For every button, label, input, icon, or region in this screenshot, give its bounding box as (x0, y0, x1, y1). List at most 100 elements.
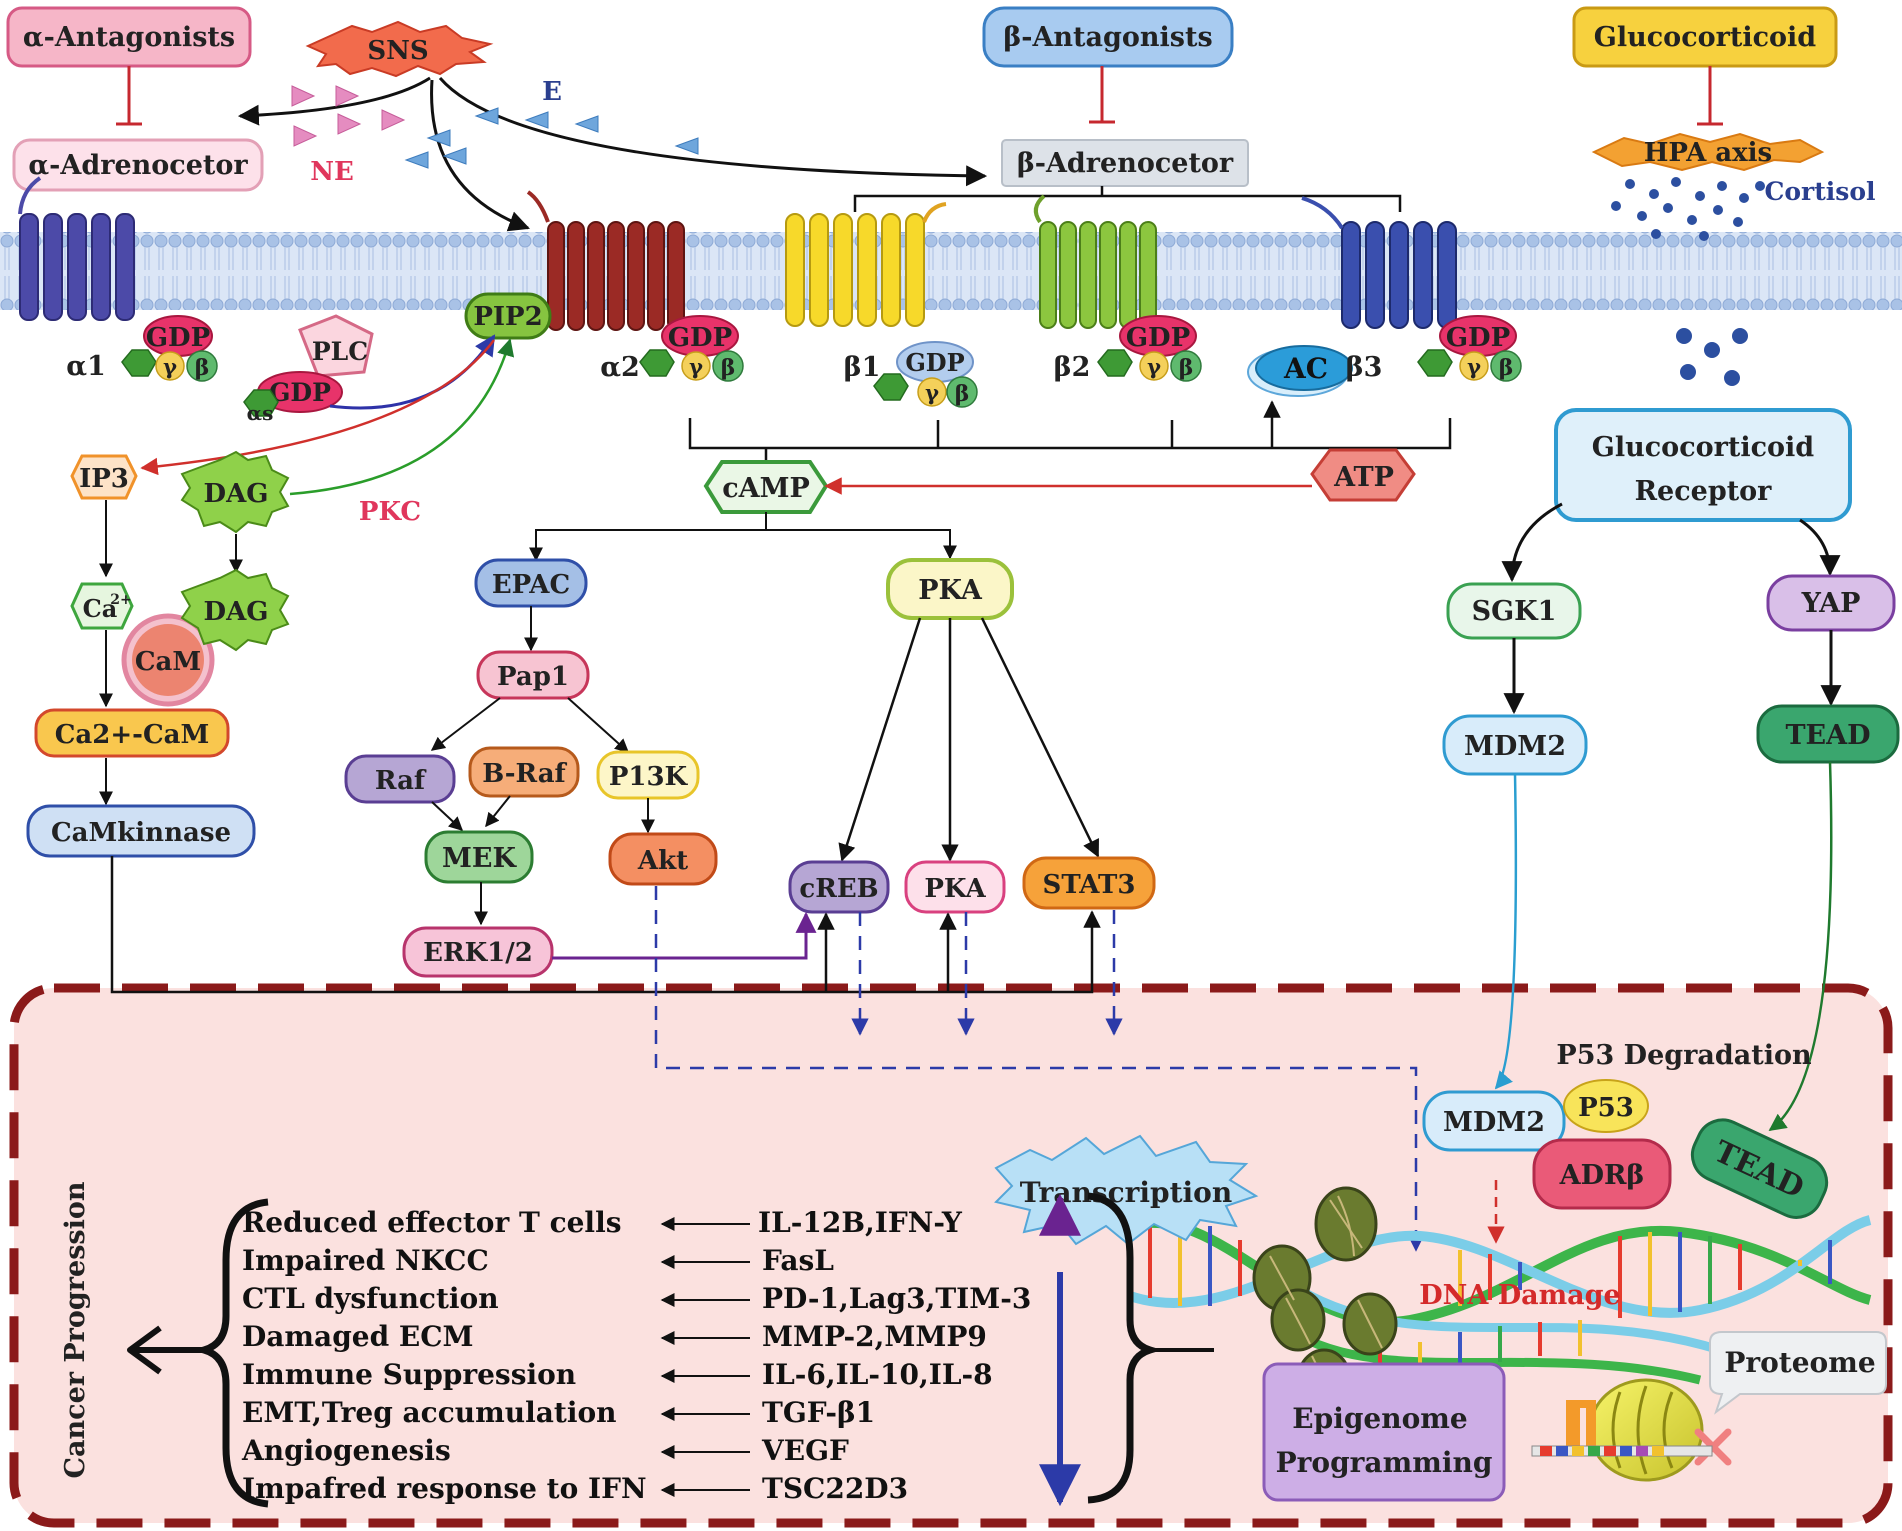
p53-node: P53 (1563, 1079, 1649, 1133)
p53-degradation-label: P53 Degradation (1556, 1040, 1812, 1071)
yap-node: YAP (1766, 574, 1896, 632)
raf-node: Raf (344, 754, 456, 804)
plc-node: PLC (298, 314, 374, 378)
svg-text:γ: γ (1467, 354, 1481, 379)
svg-text:MDM2: MDM2 (1443, 1107, 1545, 1138)
cortisol-label: Cortisol (1764, 177, 1875, 206)
g-protein-beta1: GDP γ β (873, 341, 978, 408)
g-protein-alpha1: GDP γ β (121, 315, 218, 382)
alpha1-label: α1 (66, 351, 106, 382)
svg-text:Proteome: Proteome (1724, 1346, 1875, 1379)
glucocorticoid-receptor-node: Glucocorticoid Receptor (1554, 408, 1852, 522)
mitochondrion-icon (1588, 1378, 1704, 1482)
svg-text:β: β (1499, 355, 1514, 381)
svg-text:DAG: DAG (204, 479, 269, 509)
effect-row: EMT,Treg accumulation TGF-β1 (242, 1396, 875, 1429)
effect-row: Impafred response to IFN TSC22D3 (242, 1472, 908, 1505)
effect-row: Damaged ECM MMP-2,MMP9 (242, 1320, 987, 1353)
p13k-node: P13K (596, 750, 700, 800)
svg-text:P13K: P13K (609, 762, 689, 792)
svg-text:ATP: ATP (1333, 462, 1394, 493)
erk-to-creb-arrow (552, 911, 817, 960)
camp-node: cAMP (703, 460, 829, 514)
ca-cam-node: Ca2+-CaM (34, 708, 230, 758)
dag-node-1: DAG (180, 450, 290, 534)
svg-text:AC: AC (1283, 352, 1328, 385)
alpha-adrenoceptor-box: α-Adrenocetor (12, 138, 264, 192)
svg-text:γ: γ (1147, 354, 1161, 379)
svg-text:Receptor: Receptor (1635, 476, 1773, 507)
tead-to-nucleus-arrow (1768, 761, 1833, 1132)
cancer-progression-label: Cancer Progression (60, 1181, 91, 1478)
alpha-antagonists-label: α-Antagonists (23, 22, 235, 53)
svg-text:β: β (1179, 355, 1194, 381)
svg-text:IP3: IP3 (79, 464, 129, 494)
svg-text:GDP: GDP (1446, 323, 1510, 353)
svg-text:2+: 2+ (110, 592, 131, 608)
svg-text:β: β (721, 355, 736, 381)
svg-text:GDP: GDP (146, 323, 210, 353)
svg-text:GDP: GDP (668, 323, 732, 353)
svg-text:PIP2: PIP2 (473, 302, 542, 332)
svg-text:IL-12B,IFN-Y: IL-12B,IFN-Y (758, 1206, 963, 1239)
svg-text:P53: P53 (1578, 1093, 1634, 1123)
svg-text:Pap1: Pap1 (497, 662, 569, 692)
effect-row: Immune Suppression IL-6,IL-10,IL-8 (242, 1358, 993, 1391)
beta2-receptor (1033, 194, 1157, 329)
sns-burst: SNS (305, 20, 494, 78)
alpha2-receptor (526, 190, 685, 331)
svg-text:Immune Suppression: Immune Suppression (242, 1358, 576, 1391)
pip2-to-ip3-arrow (140, 339, 496, 476)
svg-text:Glucocorticoid: Glucocorticoid (1592, 432, 1815, 463)
alpha-antagonists-box: α-Antagonists (6, 6, 252, 68)
plc-alpha-s: αs (247, 401, 274, 425)
beta-antagonists-label: β-Antagonists (1003, 22, 1212, 53)
camkinase-node: CaMkinnase (26, 804, 256, 858)
svg-text:FasL: FasL (762, 1244, 834, 1277)
hpa-axis-label: HPA axis (1644, 138, 1772, 168)
svg-text:TEAD: TEAD (1785, 720, 1870, 751)
svg-text:SGK1: SGK1 (1472, 596, 1557, 627)
svg-text:PD-1,Lag3,TIM-3: PD-1,Lag3,TIM-3 (762, 1282, 1031, 1315)
svg-text:PKA: PKA (918, 575, 983, 606)
svg-text:CTL dysfunction: CTL dysfunction (242, 1282, 499, 1315)
svg-text:cREB: cREB (799, 874, 878, 904)
cortisol-molecules (1611, 177, 1765, 386)
svg-text:ADRβ: ADRβ (1559, 1160, 1645, 1191)
mdm2-node: MDM2 (1442, 714, 1588, 776)
sns-label: SNS (367, 36, 428, 66)
hpa-axis-burst: HPA axis (1591, 132, 1825, 172)
svg-text:γ: γ (689, 354, 703, 379)
effect-row: Angiogenesis VEGF (241, 1434, 849, 1467)
svg-text:VEGF: VEGF (761, 1434, 849, 1467)
alpha1-receptor (18, 176, 135, 321)
pip2-to-dag-arrow (289, 338, 515, 496)
svg-text:Transcription: Transcription (1020, 1176, 1232, 1209)
svg-text:MDM2: MDM2 (1464, 731, 1566, 762)
svg-text:γ: γ (925, 380, 939, 405)
akt-node: Akt (608, 832, 718, 886)
alpha2-label: α2 (600, 352, 640, 383)
beta2-label: β2 (1054, 352, 1091, 383)
effects-list: Reduced effector T cells IL-12B,IFN-Y Im… (241, 1206, 1031, 1505)
beta-receptor-bracket (853, 186, 1402, 212)
beta1-receptor (785, 202, 947, 327)
g-protein-beta3: GDP γ β (1417, 315, 1522, 382)
glucocorticoid-label: Glucocorticoid (1594, 22, 1817, 53)
g-protein-alpha2: GDP γ β (639, 315, 744, 382)
atp-node: ATP (1310, 448, 1416, 502)
svg-text:Programming: Programming (1276, 1446, 1493, 1479)
svg-text:IL-6,IL-10,IL-8: IL-6,IL-10,IL-8 (762, 1358, 993, 1391)
sns-to-beta-arrow (438, 77, 988, 187)
epigenome-programming: Epigenome Programming (1262, 1362, 1506, 1502)
sns-to-alpha-arrow (237, 76, 431, 126)
mdm2-to-nucleus-arrow (1494, 773, 1518, 1090)
erk-node: ERK1/2 (402, 926, 554, 978)
dag-node-2: DAG (180, 568, 290, 652)
cell-membrane (0, 232, 1902, 310)
svg-text:Reduced effector T cells: Reduced effector T cells (242, 1206, 621, 1239)
svg-text:MMP-2,MMP9: MMP-2,MMP9 (762, 1320, 987, 1353)
beta-antagonists-box: β-Antagonists (982, 6, 1234, 68)
effect-row: Reduced effector T cells IL-12B,IFN-Y (242, 1206, 963, 1239)
